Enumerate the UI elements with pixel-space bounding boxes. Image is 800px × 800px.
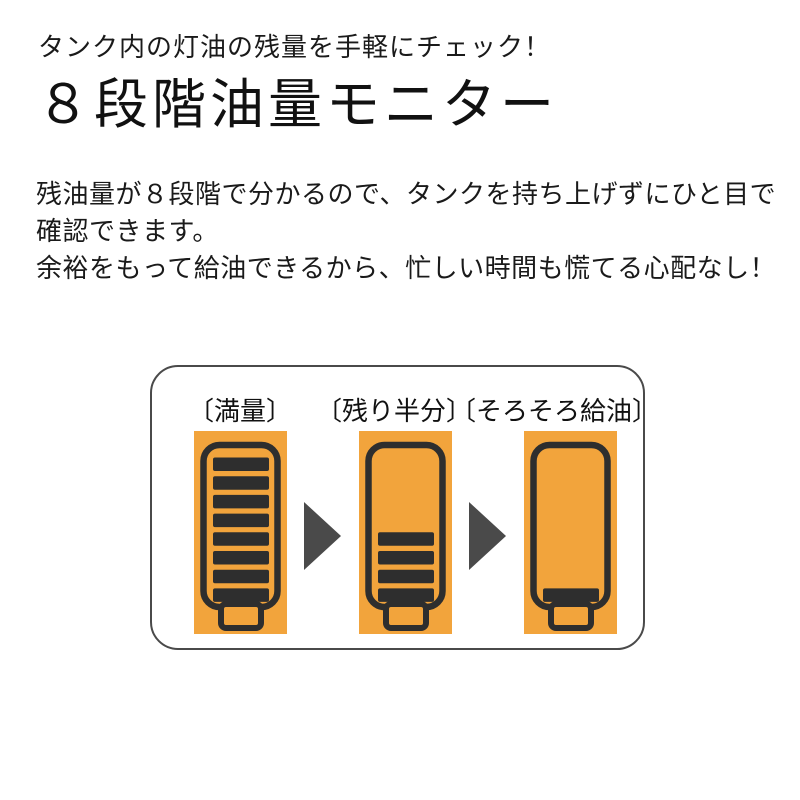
arrow-right-icon [304,502,341,570]
tank-icon-half [359,431,452,634]
tank-label-refuel-soon: 〔そろそろ給油〕 [449,396,659,426]
description-line-3: 余裕をもって給油できるから、忙しい時間も慌てる心配なし！ [36,253,777,283]
description-line-2: 確認できます。 [36,216,219,246]
oil-level-diagram: 〔満量〕 〔残り半分〕 〔そろそろ給油〕 [150,365,658,650]
tagline: タンク内の灯油の残量を手軽にチェック！ [38,32,552,62]
description-line-1: 残油量が８段階で分かるので、タンクを持ち上げずにひと目で [36,179,777,209]
arrow-right-icon [469,502,506,570]
tank-icon-refuel-soon [524,431,617,634]
tank-label-half: 〔残り半分〕 [315,396,473,426]
tank-icon-full [194,431,287,634]
tank-label-full: 〔満量〕 [187,396,293,426]
page-title: ８段階油量モニター [36,75,558,135]
description-text: 残油量が８段階で分かるので、タンクを持ち上げずにひと目で 確認できます。 余裕を… [36,176,776,287]
